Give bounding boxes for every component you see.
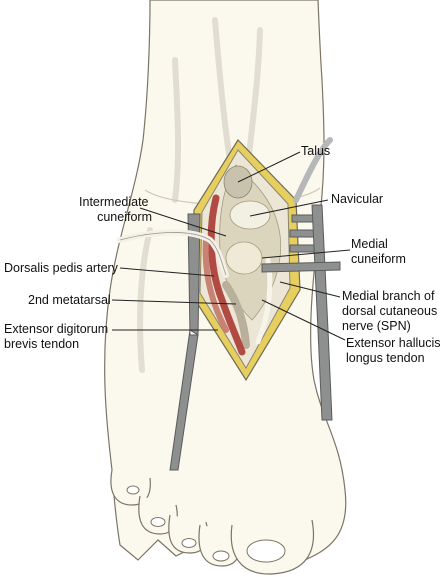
leader-intermediate-cuneiform [139, 207, 227, 237]
leader-lines [111, 151, 351, 341]
leader-navicular [249, 199, 329, 217]
label-intermediate-cuneiform: Intermediate cuneiform [79, 195, 152, 224]
labels: Talus Intermediate cuneiform Navicular M… [4, 144, 444, 365]
toenail-5 [126, 485, 140, 495]
forceps [261, 261, 341, 273]
tendon-shading [137, 17, 263, 373]
label-extensor-hallucis-longus: Extensor hallucis longus tendon [346, 336, 444, 365]
leader-talus [237, 151, 301, 183]
instruments [117, 137, 341, 471]
leader-dorsalis-pedis-artery [119, 267, 215, 277]
toenail-4 [150, 517, 166, 527]
label-medial-cuneiform: Medial cuneiform [351, 237, 406, 266]
navicular-bone [229, 200, 271, 230]
retractor-left [169, 213, 201, 471]
leader-medial-cuneiform [261, 249, 351, 259]
toenail-1 [246, 539, 286, 563]
leader-medial-branch-spn [279, 281, 341, 298]
label-medial-branch-spn: Medial branch of dorsal cutaneous nerve … [342, 289, 441, 333]
toenail-3 [181, 538, 197, 548]
retractor-right-rake [289, 204, 333, 421]
dorsalis-pedis-artery [207, 194, 246, 356]
label-navicular: Navicular [331, 192, 383, 206]
label-extensor-digitorum-brevis: Extensor digitorum brevis tendon [4, 322, 112, 351]
metatarsal-bone [222, 281, 250, 349]
label-2nd-metatarsal: 2nd metatarsal [28, 293, 111, 307]
toenails [126, 485, 286, 563]
cuneiform-bone [225, 241, 263, 275]
extensor-digitorum-brevis [202, 237, 229, 333]
label-dorsalis-pedis-artery: Dorsalis pedis artery [4, 261, 119, 275]
leader-extensor-hallucis-longus [261, 299, 346, 341]
toenail-2 [212, 550, 230, 562]
label-talus: Talus [301, 144, 330, 158]
retractor-strap-top [293, 137, 333, 203]
leader-2nd-metatarsal [111, 299, 237, 305]
